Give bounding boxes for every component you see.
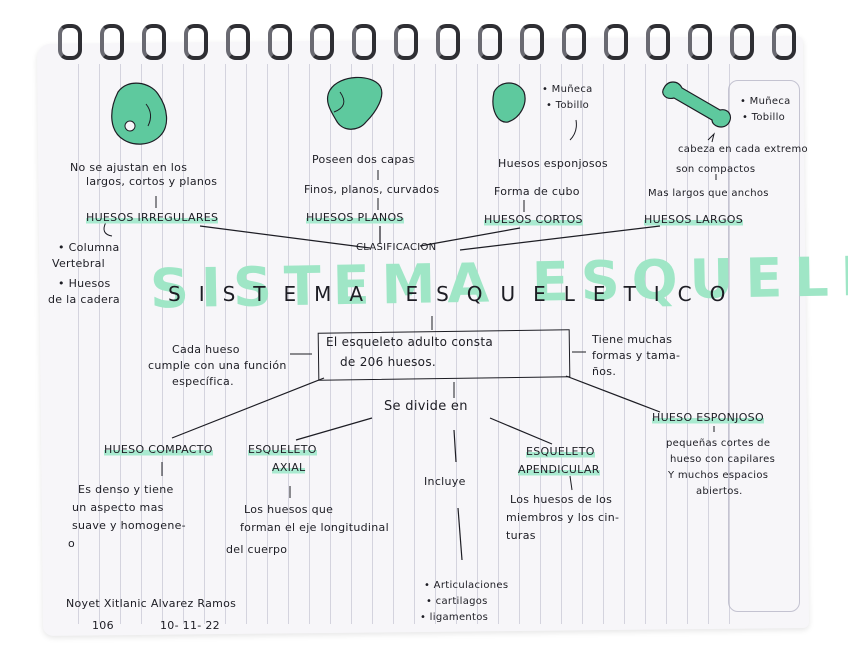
paper-ruled-lines xyxy=(58,64,744,624)
right-note-line: Tiene muchas xyxy=(592,333,673,346)
long-desc-line: son compactos xyxy=(676,164,756,175)
clasificacion-label: CLASIFICACION xyxy=(356,242,437,253)
appendicular-desc-line: miembros y los cin- xyxy=(506,511,620,524)
left-note-line: Cada hueso xyxy=(172,343,240,356)
date-label: 10- 11- 22 xyxy=(160,619,220,632)
compact-desc-line: o xyxy=(68,537,76,550)
spiral-ring-icon xyxy=(352,24,376,60)
spiral-ring-icon xyxy=(604,24,628,60)
axial-desc-line: forman el eje longitudinal xyxy=(240,521,389,534)
irregular-desc-line: No se ajustan en los xyxy=(70,161,188,174)
spiral-ring-icon xyxy=(520,24,544,60)
center-text-line: de 206 huesos. xyxy=(340,355,436,369)
axial-desc-line: del cuerpo xyxy=(226,543,288,556)
long-bones-label: HUESOS LARGOS xyxy=(644,213,744,227)
flat-bone-icon xyxy=(326,76,383,130)
irregular-example: • Huesos xyxy=(58,277,111,290)
appendicular-label-line: APENDICULAR xyxy=(518,463,600,477)
short-bone-example: • Tobillo xyxy=(546,100,590,111)
includes-item: • Articulaciones xyxy=(424,580,509,591)
spiral-ring-icon xyxy=(58,24,82,60)
long-desc-line: Mas largos que anchos xyxy=(648,188,769,199)
irregular-bone-icon xyxy=(111,82,168,145)
spongy-desc-line: hueso con capilares xyxy=(670,454,776,465)
spongy-desc-line: abiertos. xyxy=(696,486,743,497)
spiral-ring-icon xyxy=(562,24,586,60)
compact-bone-label: HUESO COMPACTO xyxy=(104,443,213,457)
irregular-example: • Columna xyxy=(58,241,120,254)
short-bone-icon xyxy=(492,82,526,123)
spongy-desc-line: pequeñas cortes de xyxy=(666,438,771,449)
author-name: Noyet Xitlanic Alvarez Ramos xyxy=(66,597,237,610)
left-note-line: específica. xyxy=(172,375,234,388)
long-bone-example: • Muñeca xyxy=(740,96,791,107)
page-number: 106 xyxy=(92,619,114,632)
axial-desc-line: Los huesos que xyxy=(244,503,334,516)
irregular-desc-line: largos, cortos y planos xyxy=(86,175,218,188)
short-bones-label: HUESOS CORTOS xyxy=(484,213,583,227)
right-note-line: formas y tama- xyxy=(592,349,681,362)
spiral-ring-icon xyxy=(646,24,670,60)
spiral-ring-icon xyxy=(268,24,292,60)
page-title: SISTEMA ESQUELETICO xyxy=(168,282,744,306)
long-desc-line: cabeza en cada extremo xyxy=(678,144,808,155)
compact-desc-line: Es denso y tiene xyxy=(78,483,174,496)
irregular-example: Vertebral xyxy=(52,257,106,270)
spiral-ring-icon xyxy=(478,24,502,60)
spiral-ring-icon xyxy=(772,24,796,60)
spiral-ring-icon xyxy=(394,24,418,60)
includes-item: • ligamentos xyxy=(420,612,489,623)
spiral-binding xyxy=(40,18,810,60)
flat-desc-line: Poseen dos capas xyxy=(312,153,415,166)
long-bone-example: • Tobillo xyxy=(742,112,786,123)
center-text-line: El esqueleto adulto consta xyxy=(326,335,493,349)
flat-desc-line: Finos, planos, curvados xyxy=(304,183,440,196)
spiral-ring-icon xyxy=(730,24,754,60)
includes-item: • cartilagos xyxy=(426,596,488,607)
irregular-example: de la cadera xyxy=(48,293,120,306)
paper-margin-box xyxy=(728,80,800,612)
spiral-ring-icon xyxy=(436,24,460,60)
short-bone-example: • Muñeca xyxy=(542,84,593,95)
long-bone-icon xyxy=(662,81,732,128)
divide-label: Se divide en xyxy=(384,399,468,414)
flat-bones-label: HUESOS PLANOS xyxy=(306,211,404,225)
spiral-ring-icon xyxy=(310,24,334,60)
spiral-ring-icon xyxy=(184,24,208,60)
spiral-ring-icon xyxy=(100,24,124,60)
appendicular-label-line: ESQUELETO xyxy=(526,445,595,459)
compact-desc-line: un aspecto mas xyxy=(72,501,164,514)
short-desc-line: Huesos esponjosos xyxy=(498,157,608,170)
irregular-bones-label: HUESOS IRREGULARES xyxy=(86,211,219,225)
short-desc-line: Forma de cubo xyxy=(494,185,580,198)
spiral-ring-icon xyxy=(688,24,712,60)
spongy-bone-label: HUESO ESPONJOSO xyxy=(652,411,764,425)
right-note-line: ños. xyxy=(592,365,617,378)
spiral-ring-icon xyxy=(142,24,166,60)
axial-label-line: ESQUELETO xyxy=(248,443,317,457)
includes-label: Incluye xyxy=(424,475,466,488)
spongy-desc-line: Y muchos espacios xyxy=(668,470,769,481)
appendicular-desc-line: Los huesos de los xyxy=(510,493,613,506)
left-note-line: cumple con una función xyxy=(148,359,287,372)
compact-desc-line: suave y homogene- xyxy=(72,519,186,532)
axial-label-line: AXIAL xyxy=(272,461,306,475)
appendicular-desc-line: turas xyxy=(506,529,536,542)
spiral-ring-icon xyxy=(226,24,250,60)
